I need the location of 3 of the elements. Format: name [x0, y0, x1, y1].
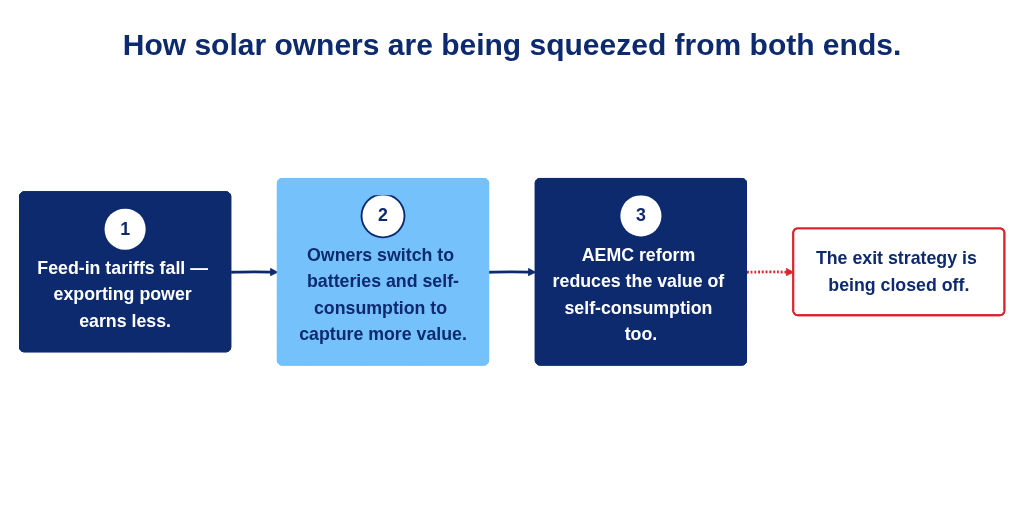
- arrow: [489, 268, 537, 277]
- title: How solar owners are being squeezed from both ends.: [121, 27, 903, 62]
- arrow: [231, 268, 279, 277]
